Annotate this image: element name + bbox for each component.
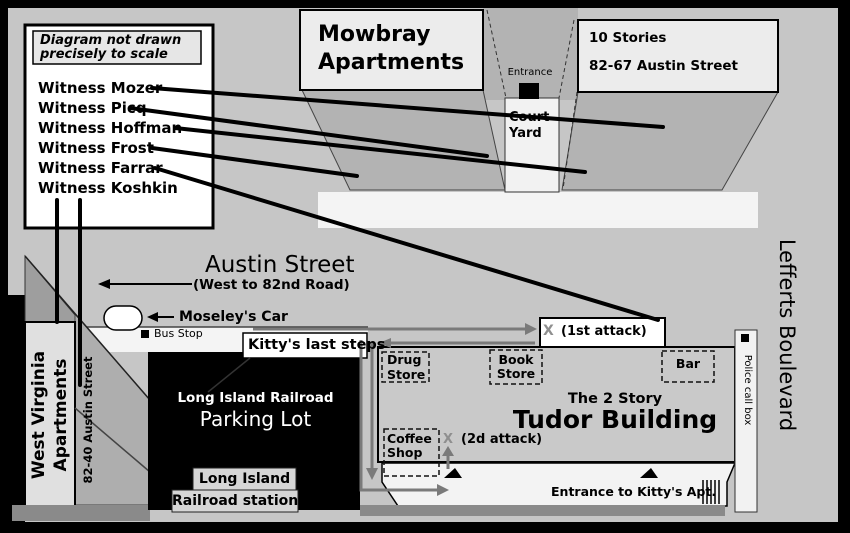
- parking-lot-line2: Parking Lot: [199, 407, 312, 431]
- bus-stop-marker: [141, 330, 149, 338]
- path-around-arrowhead: [437, 484, 449, 496]
- witness-line-mozer: [150, 86, 665, 129]
- kitty-apt-entrance-label: Entrance to Kitty's Apt.: [551, 484, 717, 499]
- wv-diagonal-edge: [24, 255, 151, 401]
- bus-stop-label: Bus Stop: [154, 327, 203, 340]
- tudor-caption-line2: Tudor Building: [512, 405, 718, 434]
- austin-west-arrowhead: [98, 279, 110, 289]
- witness-lines: [55, 86, 665, 387]
- coffee-shop-shape: [383, 428, 440, 477]
- left-dark-margin: [8, 295, 25, 522]
- kitty-steps-label-box: [242, 332, 368, 359]
- witness-farrar: Witness Farrar: [38, 159, 163, 177]
- station-label-line2: Railroad station: [172, 493, 299, 509]
- station-label-line1: Long Island: [198, 471, 291, 487]
- wv-inner-edge: [74, 407, 151, 473]
- door-marker-east: [640, 468, 658, 478]
- police-callbox-strip: [734, 329, 758, 513]
- witness-line-farrar: [153, 166, 660, 322]
- mowbray-name-line1: Mowbray: [318, 22, 431, 47]
- scale-note-line2: precisely to scale: [40, 47, 168, 62]
- first-attack-x: X: [543, 323, 554, 339]
- austin-direction-label: (West to 82nd Road): [193, 277, 350, 293]
- west-virginia-line1: West Virginia: [29, 350, 49, 480]
- courtyard-wall-left: [486, 9, 507, 99]
- kitty-steps-leader: [207, 357, 251, 393]
- book-store-label-line1: Book: [498, 352, 534, 367]
- mowbray-entrance-marker: [519, 83, 539, 99]
- moseley-car-shape: [103, 305, 143, 331]
- coffee-shop-label-line1: Coffee: [387, 431, 432, 446]
- path-around-building: [359, 340, 437, 492]
- witness-line-hoffman: [173, 126, 587, 174]
- west-virginia-address: 82-40 Austin Street: [81, 356, 95, 484]
- witness-picq: Witness Picq: [38, 99, 147, 117]
- mowbray-label-box: [299, 9, 484, 91]
- path-down-arrowhead: [366, 468, 378, 480]
- door-marker-west: [444, 468, 462, 478]
- witness-frost: Witness Frost: [38, 139, 154, 157]
- stairs-hatch: [702, 480, 720, 504]
- first-attack-label: (1st attack): [561, 324, 647, 339]
- parking-lot-line1: Long Island Railroad: [177, 390, 334, 406]
- west-virginia-apartments-shape: [8, 254, 151, 522]
- moseley-arrowhead: [147, 312, 158, 322]
- coffee-shop-label-line2: Shop: [387, 445, 423, 460]
- witness-box-shape: [23, 23, 215, 230]
- west-virginia-label: West Virginia Apartments: [28, 315, 72, 515]
- drug-store-label-line2: Store: [387, 367, 426, 382]
- rear-dark-strip: [360, 505, 725, 516]
- book-store-shape: [489, 349, 543, 385]
- witness-koshkin: Witness Koshkin: [38, 179, 178, 197]
- moseley-car-label: Moseley's Car: [179, 309, 288, 325]
- drug-store-shape: [381, 351, 430, 383]
- scale-note-line1: Diagram not drawn: [40, 33, 182, 48]
- station-box-upper: [192, 467, 297, 493]
- witness-line-picq: [128, 106, 489, 158]
- witness-mozer: Witness Mozer: [38, 79, 163, 97]
- street-annotations: [98, 279, 368, 393]
- witness-line-frost: [150, 146, 359, 178]
- bar-shape: [661, 350, 715, 383]
- west-virginia-line2: Apartments: [51, 358, 71, 472]
- bar-label: Bar: [675, 356, 701, 371]
- tudor-building-shape: [360, 317, 758, 516]
- station-box-lower: [171, 489, 299, 513]
- parking-and-station-shapes: [148, 352, 360, 513]
- second-attack-x: X: [443, 432, 454, 447]
- wv-facade: [24, 321, 76, 511]
- mowbray-address-box: [577, 19, 779, 93]
- kitty-steps-label: Kitty's last steps: [248, 337, 386, 353]
- first-attack-label-box: [539, 317, 666, 348]
- witness-hoffman: Witness Hoffman: [38, 119, 183, 137]
- mowbray-entrance-label: Entrance: [507, 67, 553, 78]
- courtyard-wall-right: [558, 19, 575, 99]
- path-east-arrowhead: [525, 323, 537, 335]
- wv-bottom-strip: [12, 505, 150, 521]
- north-sidewalk: [318, 192, 758, 228]
- path-return-arrowhead: [379, 338, 391, 348]
- tudor-caption-line1: The 2 Story: [567, 391, 663, 407]
- mowbray-right-wing: [561, 91, 779, 191]
- second-attack-label: (2d attack): [461, 432, 543, 447]
- mowbray-left-wing: [301, 89, 506, 191]
- police-callbox-label: Police call box: [742, 354, 753, 426]
- drug-store-label-line1: Drug: [387, 352, 422, 367]
- police-callbox-marker: [741, 334, 749, 342]
- austin-street-label: Austin Street: [205, 252, 355, 278]
- courtyard-label-line2: Yard: [509, 126, 542, 141]
- mowbray-name-line2: Apartments: [318, 50, 465, 75]
- path-up-arrowhead: [442, 446, 454, 456]
- tudor-shape: [377, 346, 736, 463]
- book-store-label-line2: Store: [496, 366, 536, 381]
- kitty-path: [253, 323, 537, 496]
- mowbray-address: 82-67 Austin Street: [589, 58, 738, 74]
- lefferts-boulevard-label: Lefferts Boulevard: [775, 238, 799, 432]
- right-wing-wall: [562, 91, 578, 190]
- scale-note-box: [32, 30, 202, 65]
- mowbray-stories: 10 Stories: [589, 30, 667, 46]
- courtyard-label-line1: Court: [509, 110, 550, 125]
